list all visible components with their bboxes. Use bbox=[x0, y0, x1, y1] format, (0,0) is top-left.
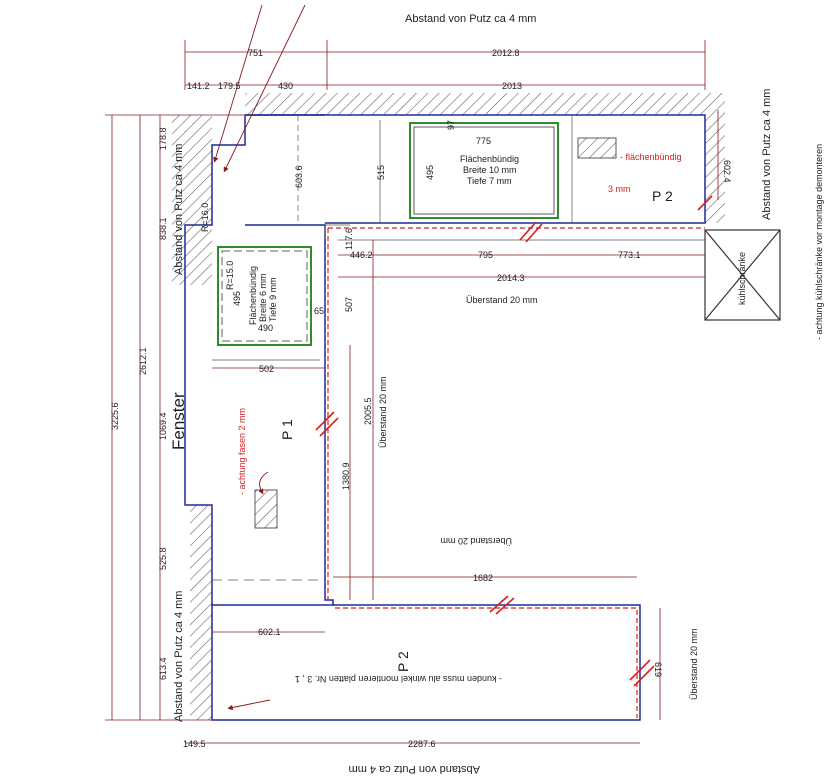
dim-446: 446.2 bbox=[350, 250, 373, 260]
dim-495a: 495 bbox=[425, 165, 435, 180]
dim-602r: 602.4 bbox=[722, 160, 732, 183]
ueberstand-top: Überstand 20 mm bbox=[466, 295, 538, 305]
dim-97: 97 bbox=[446, 120, 456, 130]
dim-2013: 2013 bbox=[502, 81, 522, 91]
putz-bottom: Abstand von Putz ca 4 mm bbox=[349, 763, 480, 775]
dim-65: 65 bbox=[314, 306, 324, 316]
sink-left-text-1: Flächenbündig bbox=[248, 266, 258, 325]
sink-top-text-3: Tiefe 7 mm bbox=[467, 176, 512, 186]
sink-left-text-2: Breite 6 mm bbox=[258, 273, 268, 322]
dim-525: 525.8 bbox=[158, 547, 168, 570]
dim-2287: 2287.6 bbox=[408, 739, 436, 749]
dim-1380: 1380.9 bbox=[341, 462, 351, 490]
p1-label: P 1 bbox=[279, 419, 295, 440]
dim-r15: R=15.0 bbox=[225, 261, 235, 290]
dim-178: 178.8 bbox=[158, 127, 168, 150]
dim-507: 507 bbox=[344, 297, 354, 312]
dim-3225: 3225.6 bbox=[110, 402, 120, 430]
dim-795: 795 bbox=[478, 250, 493, 260]
dim-838: 838.1 bbox=[158, 217, 168, 240]
fenster-label: Fenster bbox=[169, 392, 188, 450]
p2-bottom-label: P 2 bbox=[395, 651, 411, 672]
helper-lines bbox=[212, 115, 705, 581]
pointer-lines bbox=[213, 4, 306, 711]
worktop-p1-outline bbox=[184, 115, 334, 606]
p2-top-label: P 2 bbox=[652, 188, 673, 204]
fasen-note: - achtung fasen 2 mm bbox=[237, 408, 247, 495]
dim-430: 430 bbox=[278, 81, 293, 91]
fridge-box bbox=[704, 229, 781, 321]
dim-2014: 2014.3 bbox=[497, 273, 525, 283]
dim-r16: R=16.0 bbox=[200, 203, 210, 232]
cut-lines bbox=[327, 227, 705, 718]
dim-773: 773.1 bbox=[618, 250, 641, 260]
putz-top: Abstand von Putz ca 4 mm bbox=[405, 13, 536, 25]
dim-751: 751 bbox=[248, 48, 263, 58]
sink-top-text-2: Breite 10 mm bbox=[463, 165, 517, 175]
dim-602: 602.1 bbox=[258, 627, 281, 637]
dim-2612: 2612.1 bbox=[138, 347, 148, 375]
putz-left-upper: Abstand von Putz ca 4 mm bbox=[173, 144, 185, 275]
worktop-p2-bottom-outline bbox=[211, 604, 641, 721]
kuehlschrank-note: - achtung kühlschränke vor montage demon… bbox=[814, 144, 824, 340]
dimension-lines bbox=[105, 40, 719, 744]
sink-top bbox=[409, 122, 559, 219]
sink-left-text-3: Tiefe 9 mm bbox=[268, 277, 278, 322]
three-mm-note: 3 mm bbox=[608, 184, 631, 194]
dim-495b: 495 bbox=[232, 291, 242, 306]
dim-179: 179.5 bbox=[218, 81, 241, 91]
edge-profile-top bbox=[577, 137, 617, 159]
worktop-p2-top-outline bbox=[245, 114, 706, 224]
ueberstand-right: Überstand 20 mm bbox=[689, 628, 699, 700]
dim-603: 603.6 bbox=[294, 165, 304, 188]
dim-490: 490 bbox=[258, 323, 273, 333]
edge-profile-left bbox=[254, 489, 278, 529]
dim-117: 117.6 bbox=[344, 228, 354, 250]
putz-left-lower: Abstand von Putz ca 4 mm bbox=[173, 591, 185, 722]
break-marks bbox=[315, 195, 713, 687]
kunden-note: - kunden muss alu winkel montieren platt… bbox=[295, 674, 502, 684]
dim-1682: 1682 bbox=[473, 573, 493, 583]
flaechenbuendig-note: - flächenbündig bbox=[620, 152, 682, 162]
dim-619: 619 bbox=[653, 662, 663, 677]
ueberstand-flipped: Überstand 20 mm bbox=[440, 536, 512, 546]
dim-613: 613.4 bbox=[158, 657, 168, 680]
sink-left bbox=[217, 246, 312, 346]
ueberstand-vertical: Überstand 20 mm bbox=[378, 376, 388, 448]
dim-515: 515 bbox=[376, 165, 386, 180]
kuehlschrank-label: kühlschränke bbox=[737, 252, 747, 305]
dim-775: 775 bbox=[476, 136, 491, 146]
dim-1069: 1069.4 bbox=[158, 412, 168, 440]
dim-149: 149.5 bbox=[183, 739, 206, 749]
wall-hatching bbox=[172, 93, 725, 720]
sink-top-text-1: Flächenbündig bbox=[460, 154, 519, 164]
putz-right: Abstand von Putz ca 4 mm bbox=[761, 89, 773, 220]
dim-2012: 2012.8 bbox=[492, 48, 520, 58]
dim-2005: 2005.5 bbox=[363, 397, 373, 425]
dim-141: 141.2 bbox=[187, 81, 210, 91]
worktop-outlines bbox=[184, 114, 706, 721]
dim-502: 502 bbox=[259, 364, 274, 374]
